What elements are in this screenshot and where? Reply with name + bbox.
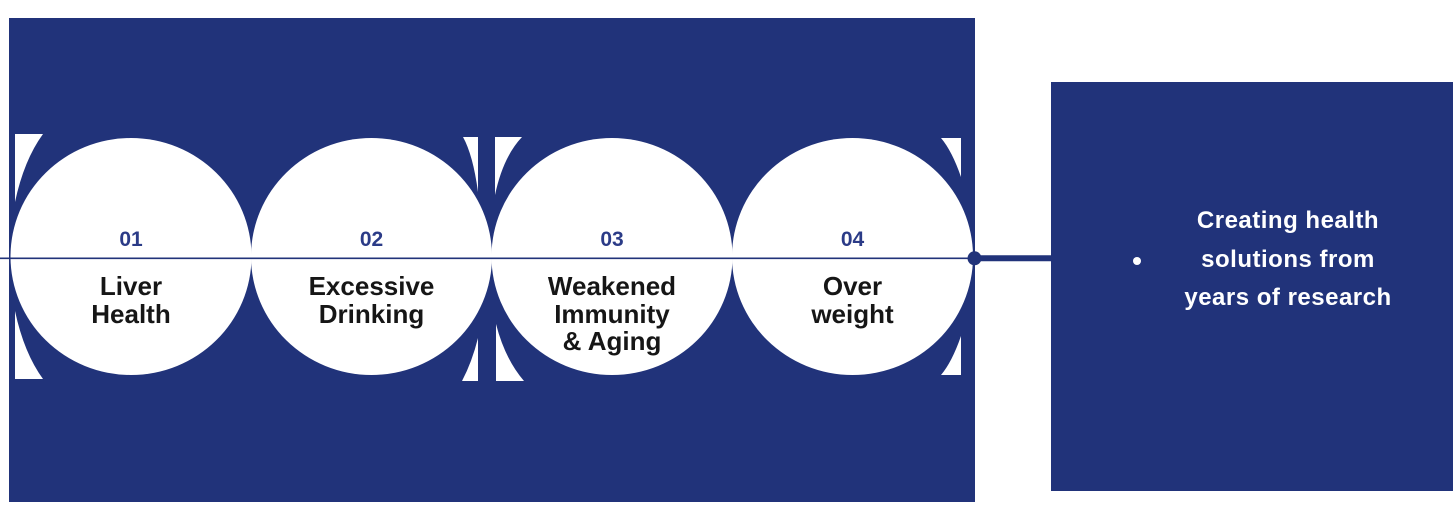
- research-panel: Creating health solutions from years of …: [1051, 82, 1453, 491]
- bullet-dot-icon: [1133, 257, 1141, 265]
- step-number: 02: [359, 227, 384, 251]
- step-number: 03: [600, 227, 624, 251]
- timeline-banner: [9, 18, 975, 502]
- step-number: 04: [840, 227, 865, 251]
- step-label: Over weight: [811, 271, 894, 329]
- research-panel-text: Creating health solutions from years of …: [1184, 207, 1392, 311]
- step-label: Excessive Drinking: [308, 271, 435, 329]
- step-label: Liver Health: [91, 271, 171, 329]
- step-number: 01: [119, 227, 143, 251]
- step-label: Weakened Immunity & Aging: [547, 271, 677, 356]
